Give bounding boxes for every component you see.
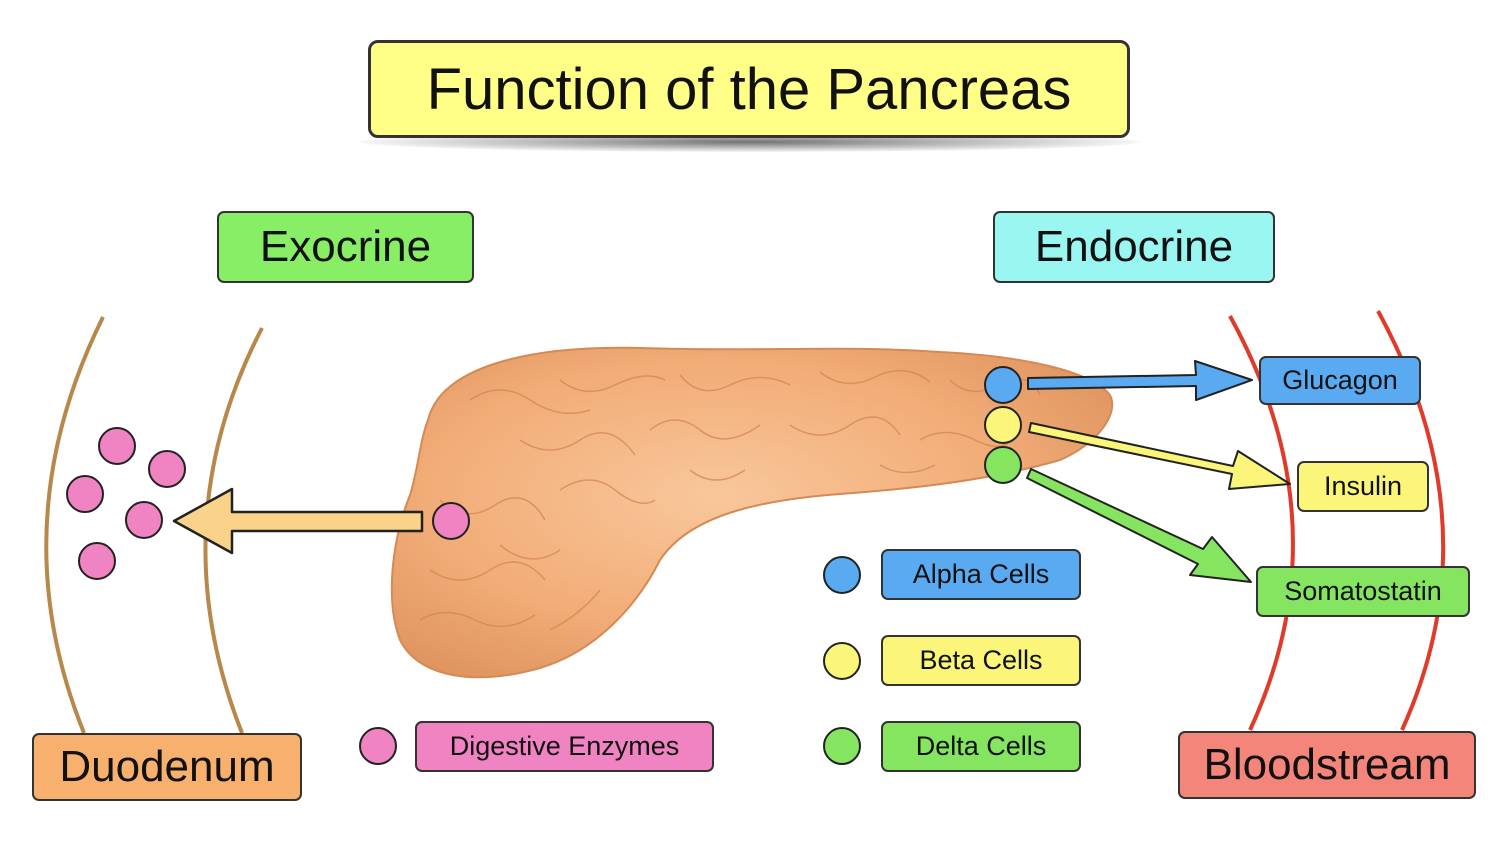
enzyme-dot [125, 501, 163, 539]
enzyme-source-dot [432, 502, 470, 540]
enzyme-dot [98, 427, 136, 465]
insulin-arrow [1028, 422, 1291, 490]
somatostatin-arrow [1026, 468, 1252, 583]
page-title: Function of the Pancreas [368, 40, 1130, 138]
duodenum-label: Duodenum [32, 733, 302, 801]
beta-cell-marker [984, 406, 1022, 444]
legend-alpha-swatch [823, 556, 861, 594]
alpha-cell-marker [984, 366, 1022, 404]
glucagon-arrow [1027, 360, 1253, 401]
insulin-label: Insulin [1297, 461, 1429, 512]
enzyme-arrow [172, 487, 424, 555]
beta-cells-label: Beta Cells [881, 635, 1081, 686]
legend-delta-swatch [823, 727, 861, 765]
delta-cell-marker [984, 446, 1022, 484]
alpha-cells-label: Alpha Cells [881, 549, 1081, 600]
legend-enzyme-swatch [359, 727, 397, 765]
pancreas-illustration [390, 346, 1113, 679]
exocrine-label: Exocrine [217, 211, 474, 283]
blood-vessel-wall-left [1228, 315, 1295, 731]
endocrine-label: Endocrine [993, 211, 1275, 283]
glucagon-label: Glucagon [1259, 356, 1421, 405]
delta-cells-label: Delta Cells [881, 721, 1081, 772]
enzyme-dot [66, 475, 104, 513]
duodenum-wall-left [44, 316, 105, 734]
enzyme-dot [78, 542, 116, 580]
pancreas-texture [419, 369, 1041, 631]
legend-beta-swatch [823, 642, 861, 680]
enzyme-dot [148, 450, 186, 488]
digestive-enzymes-label: Digestive Enzymes [415, 721, 714, 772]
bloodstream-label: Bloodstream [1178, 731, 1476, 799]
somatostatin-label: Somatostatin [1256, 566, 1470, 617]
